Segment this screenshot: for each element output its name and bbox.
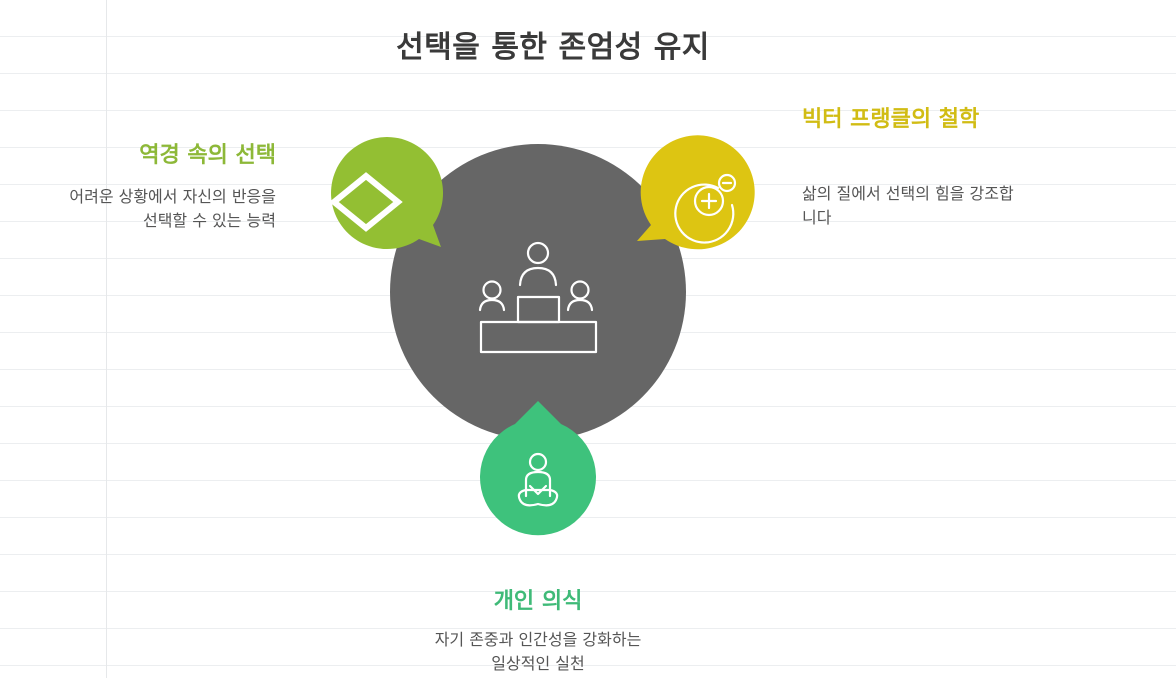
page-title: 선택을 통한 존엄성 유지 — [396, 30, 710, 65]
podium-people-icon — [478, 241, 598, 354]
right-teardrop — [637, 135, 755, 250]
right-block-description: 삶의 질에서 선택의 힘을 강조합니다 — [802, 184, 1014, 227]
bottom-block-title: 개인 의식 — [493, 589, 583, 614]
bottom-block-description: 자기 존중과 인간성을 강화하는 일상적인 실천 — [434, 630, 642, 673]
right-block-title: 빅터 프랭클의 철학 — [802, 107, 980, 132]
plus-minus-icon — [674, 173, 737, 244]
left-block-title: 역경 속의 선택 — [139, 143, 276, 168]
center-circle — [390, 144, 686, 440]
diamond-icon — [329, 172, 403, 232]
left-block-description: 어려운 상황에서 자신의 반응을 선택할 수 있는 능력 — [69, 187, 276, 230]
notebook-margin-line — [106, 0, 107, 678]
bottom-teardrop — [479, 401, 596, 536]
meditation-icon — [517, 452, 559, 507]
